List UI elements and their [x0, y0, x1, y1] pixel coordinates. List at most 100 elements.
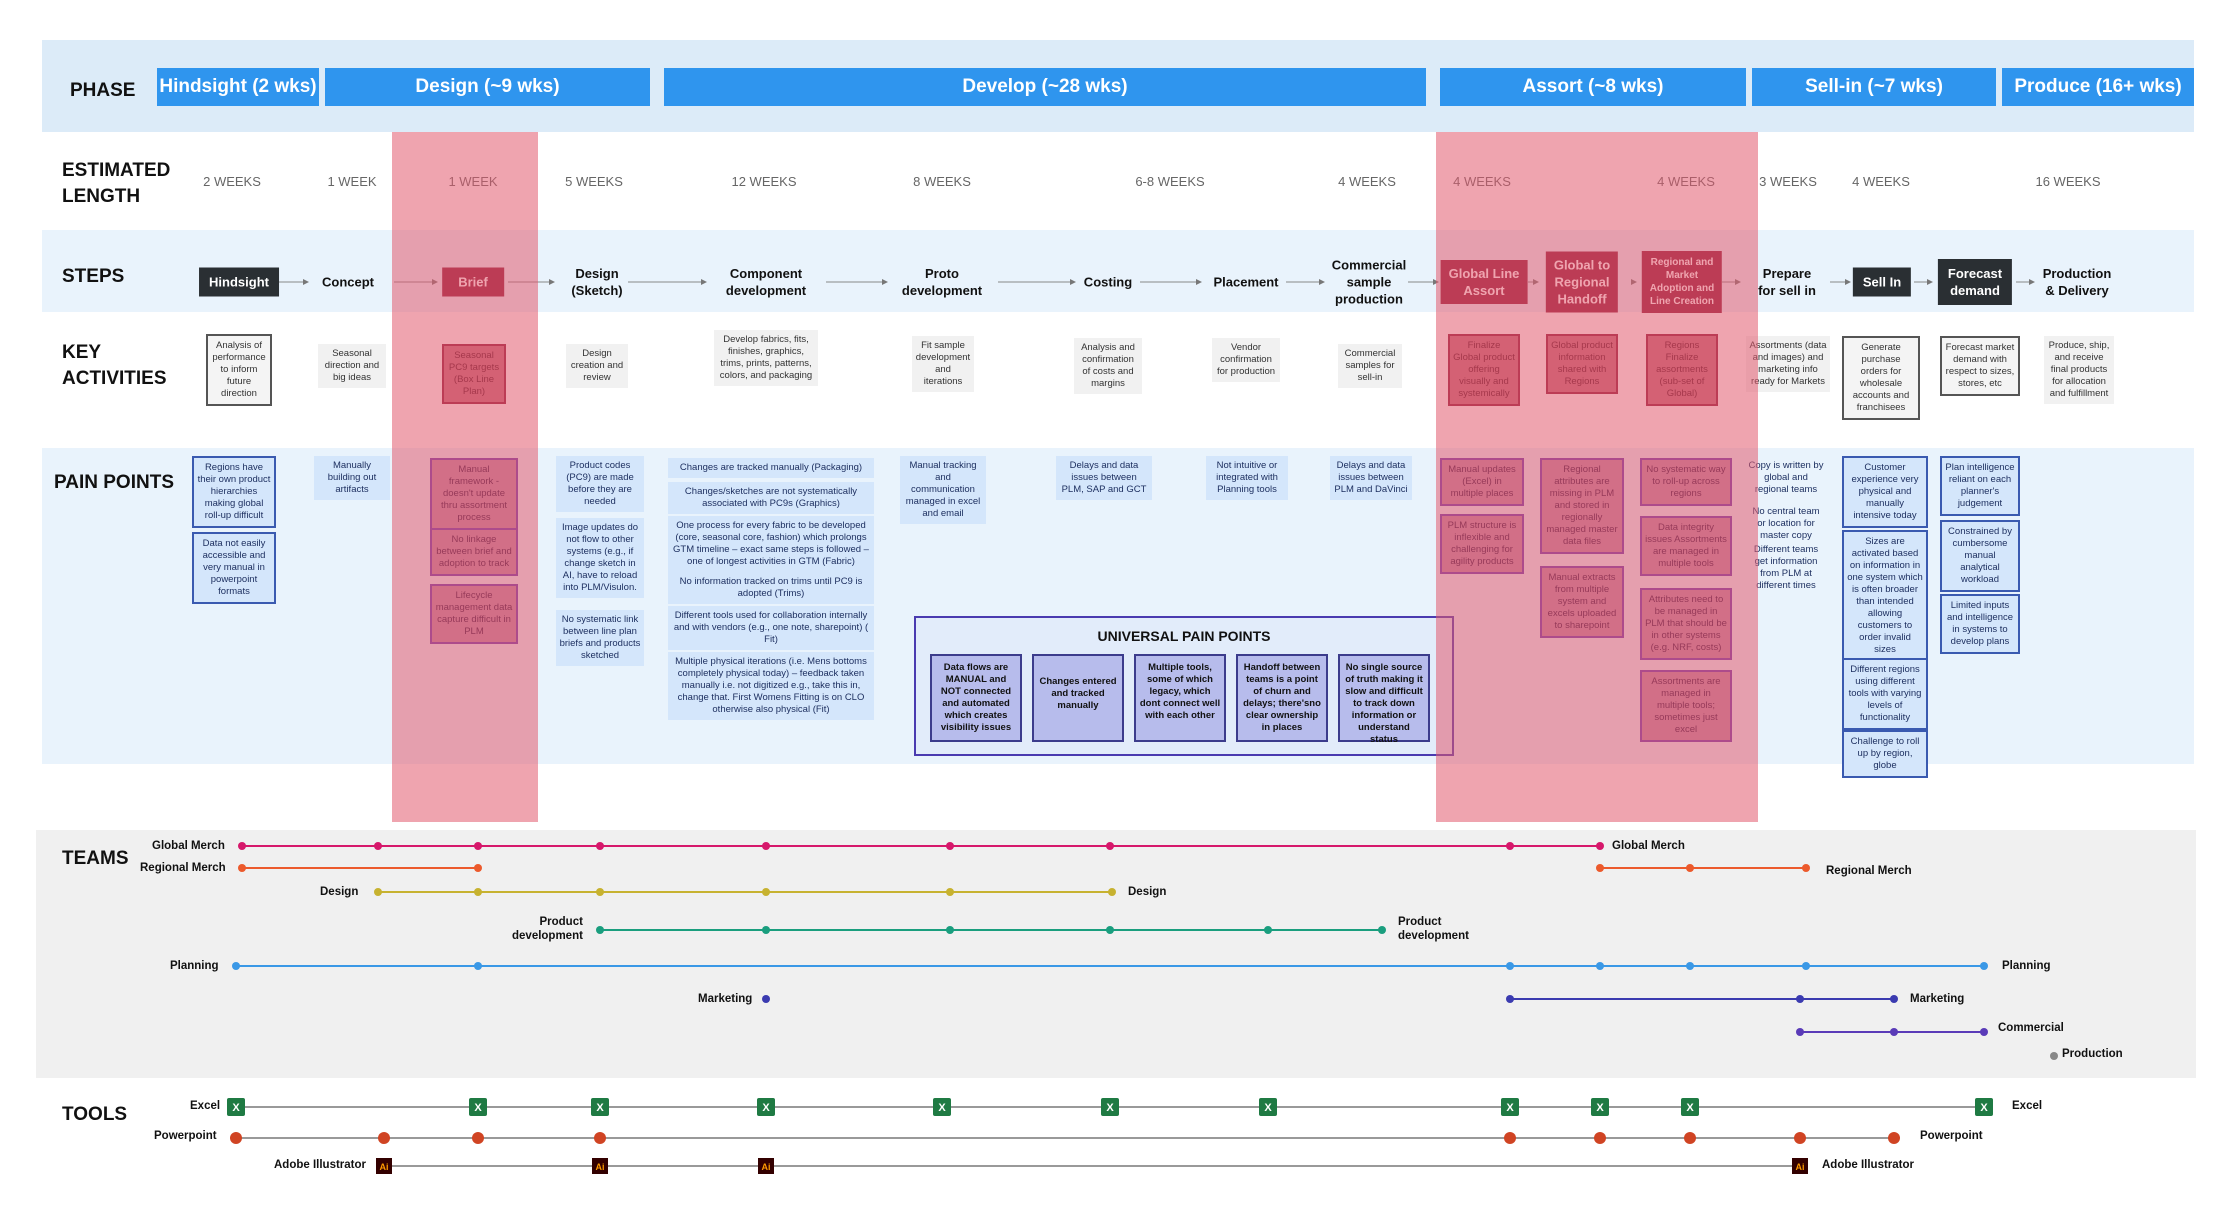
step-proto-development[interactable]: Proto development	[901, 266, 983, 298]
step-regional-adoption[interactable]: Regional and Market Adoption and Line Cr…	[1641, 251, 1723, 313]
step-production-delivery[interactable]: Production & Delivery	[2042, 266, 2112, 298]
excel-icon-5: X	[1101, 1098, 1119, 1116]
svg-text:X: X	[232, 1102, 240, 1114]
pain-regional-attributes: Regional attributes are missing in PLM a…	[1540, 458, 1624, 554]
svg-text:X: X	[1686, 1102, 1694, 1114]
teams-band	[36, 830, 2196, 1078]
tool-label-excel: Excel	[190, 1100, 221, 1112]
step-commercial-sample[interactable]: Commercial sample production	[1331, 257, 1407, 307]
step-placement[interactable]: Placement	[1213, 274, 1279, 290]
activity-forecast: Forecast market demand with respect to s…	[1940, 336, 2020, 396]
step-sell-in[interactable]: Sell In	[1852, 267, 1912, 297]
activity-sell-in: Generate purchase orders for wholesale a…	[1842, 336, 1920, 420]
tool-end-excel: Excel	[2012, 1100, 2043, 1112]
phase-design[interactable]: Design (~9 wks)	[325, 68, 650, 106]
estimate-sell-in: 4 WEEKS	[1852, 174, 1910, 189]
svg-text:X: X	[938, 1102, 946, 1114]
pain-constrained: Constrained by cumbersome manual analyti…	[1940, 520, 2020, 592]
activity-handoff: Global product information shared with R…	[1546, 334, 1618, 394]
step-prepare-sell-in[interactable]: Prepare for sell in	[1758, 266, 1816, 298]
pain-fit-physical: Multiple physical iterations (i.e. Mens …	[668, 652, 874, 720]
estimate-hindsight: 2 WEEKS	[203, 174, 261, 189]
pain-costing-delays: Delays and data issues between PLM, SAP …	[1056, 456, 1152, 500]
pain-trims: No information tracked on trims until PC…	[668, 572, 874, 604]
estimate-brief: 1 WEEK	[448, 174, 498, 189]
pain-fit-tools: Different tools used for collaboration i…	[668, 606, 874, 650]
universal-card-single-source: No single source of truth making it slow…	[1338, 654, 1430, 745]
pain-davinci: Delays and data issues between PLM and D…	[1330, 456, 1412, 500]
universal-card-handoff: Handoff between teams is a point of chur…	[1236, 654, 1328, 742]
estimate-prepare: 3 WEEKS	[1759, 174, 1817, 189]
svg-text:Ai: Ai	[1796, 1162, 1805, 1172]
team-end-regional-merch: Regional Merch	[1826, 865, 1912, 877]
estimate-production: 16 WEEKS	[2035, 174, 2101, 189]
pain-manual-excel: Manual updates (Excel) in multiple place…	[1440, 458, 1524, 506]
pain-manual-tracking: Manual tracking and communication manage…	[900, 456, 986, 524]
team-end-production: Production	[2062, 1048, 2123, 1060]
powerpoint-icon-1	[378, 1132, 390, 1144]
phase-develop[interactable]: Develop (~28 wks)	[664, 68, 1426, 106]
step-design-sketch[interactable]: Design (Sketch)	[571, 266, 623, 298]
team-end-global-merch: Global Merch	[1612, 840, 1685, 852]
pain-graphics: Changes/sketches are not systematically …	[668, 482, 874, 514]
pain-product-codes: Product codes (PC9) are made before they…	[556, 456, 644, 512]
team-label-marketing: Marketing	[698, 993, 753, 1005]
step-global-to-regional-handoff[interactable]: Global to Regional Handoff	[1545, 251, 1619, 313]
tool-label-powerpoint: Powerpoint	[154, 1130, 217, 1142]
team-end-product-development: Product development	[1398, 916, 1469, 942]
phase-assort[interactable]: Assort (~8 wks)	[1440, 68, 1746, 106]
estimate-proto: 8 WEEKS	[913, 174, 971, 189]
pain-manual-artifacts: Manually building out artifacts	[314, 456, 390, 500]
step-forecast-demand[interactable]: Forecast demand	[1937, 259, 2013, 305]
pain-copy-written: Copy is written by global and regional t…	[1748, 460, 1824, 495]
excel-icon-2: X	[591, 1098, 609, 1116]
steps-label: STEPS	[62, 266, 125, 287]
svg-text:X: X	[1596, 1102, 1604, 1114]
pain-limited-inputs: Limited inputs and intelligence in syste…	[1940, 594, 2020, 654]
tools-label: TOOLS	[62, 1104, 128, 1125]
estimated-length-label: ESTIMATED LENGTH	[62, 160, 171, 207]
phase-produce[interactable]: Produce (16+ wks)	[2002, 68, 2194, 106]
svg-text:X: X	[1506, 1102, 1514, 1114]
pain-assortments-tools: Assortments are managed in multiple tool…	[1640, 670, 1732, 742]
pain-manual-framework: Manual framework - doesn't update thru a…	[430, 458, 518, 530]
pain-manual-extracts: Manual extracts from multiple system and…	[1540, 566, 1624, 638]
teams-label: TEAMS	[62, 848, 129, 869]
estimate-design: 5 WEEKS	[565, 174, 623, 189]
step-global-line-assort[interactable]: Global Line Assort	[1440, 260, 1528, 304]
step-concept[interactable]: Concept	[322, 274, 374, 290]
activity-prepare: Assortments (data and images) and market…	[1746, 336, 1830, 392]
team-end-marketing: Marketing	[1910, 993, 1965, 1005]
step-costing[interactable]: Costing	[1083, 274, 1133, 290]
step-brief[interactable]: Brief	[442, 267, 504, 297]
excel-icon-4: X	[933, 1098, 951, 1116]
svg-text:X: X	[1980, 1102, 1988, 1114]
universal-card-multiple-tools: Multiple tools, some of which legacy, wh…	[1134, 654, 1226, 742]
activity-design: Design creation and review	[566, 344, 628, 388]
tool-end-powerpoint: Powerpoint	[1920, 1130, 1983, 1142]
excel-icon-3: X	[757, 1098, 775, 1116]
team-end-planning: Planning	[2002, 960, 2051, 972]
powerpoint-icon-4	[1504, 1132, 1516, 1144]
powerpoint-icon-7	[1794, 1132, 1806, 1144]
activity-proto: Fit sample development and iterations	[912, 336, 974, 392]
pain-no-central-team: No central team or location for master c…	[1752, 506, 1820, 541]
pain-regions-hierarchies: Regions have their own product hierarchi…	[192, 456, 276, 528]
activity-global-line: Finalize Global product offering visuall…	[1448, 334, 1520, 406]
step-hindsight[interactable]: Hindsight	[199, 267, 279, 297]
activity-hindsight: Analysis of performance to inform future…	[206, 334, 272, 406]
pain-no-linkage: No linkage between brief and adoption to…	[430, 528, 518, 576]
universal-card-changes-manual: Changes entered and tracked manually	[1032, 654, 1124, 742]
illustrator-icon-2: Ai	[758, 1158, 774, 1174]
tool-label-illustrator: Adobe Illustrator	[274, 1159, 367, 1171]
step-component-development[interactable]: Component development	[725, 266, 807, 298]
phase-sell-in[interactable]: Sell-in (~7 wks)	[1752, 68, 1996, 106]
team-end-design: Design	[1128, 886, 1167, 898]
excel-icon-0: X	[227, 1098, 245, 1116]
excel-icon-9: X	[1681, 1098, 1699, 1116]
svg-text:X: X	[1106, 1102, 1114, 1114]
key-activities-label: KEY ACTIVITIES	[62, 342, 167, 389]
estimate-commercial: 4 WEEKS	[1338, 174, 1396, 189]
phase-hindsight[interactable]: Hindsight (2 wks)	[157, 68, 319, 106]
excel-icon-8: X	[1591, 1098, 1609, 1116]
